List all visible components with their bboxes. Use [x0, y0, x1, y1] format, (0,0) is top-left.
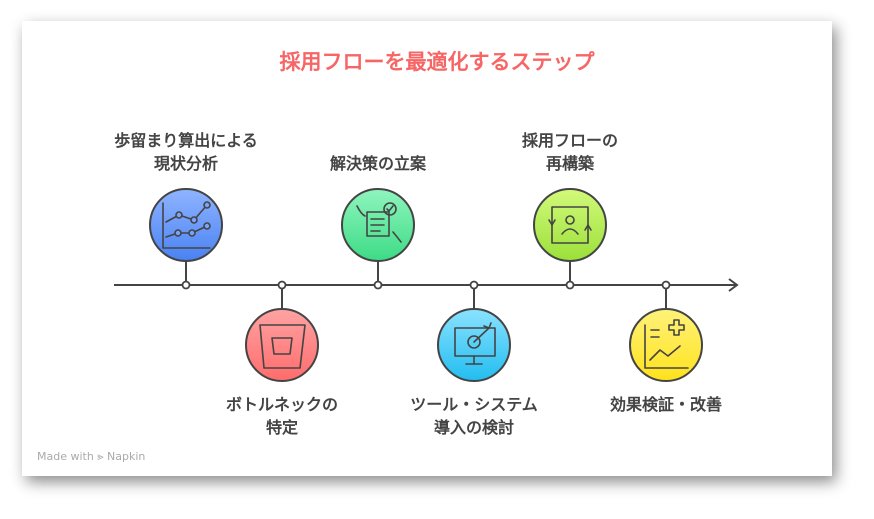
step-4-label: ツール・システム導入の検討: [410, 395, 538, 437]
step-2-circle: [245, 308, 319, 382]
step-1-circle: [149, 188, 223, 262]
step-3-label: 解決策の立案: [329, 154, 426, 173]
step-4-circle: [437, 308, 511, 382]
step-5-circle: [533, 188, 607, 262]
line-chart-icon: [162, 201, 211, 249]
diagram-card: [22, 21, 832, 476]
step-6-label: 効果検証・改善: [609, 395, 722, 414]
checklist-hands-icon: [356, 202, 402, 243]
step-1-label: 歩留まり算出による現状分析: [114, 131, 258, 173]
arrow-head-icon: [728, 278, 739, 292]
step-2-label: ボトルネックの特定: [225, 395, 338, 437]
monitor-target-icon: [454, 322, 496, 365]
diagram-title: 採用フローを最適化するステップ: [279, 50, 595, 74]
chart-plus-icon: [644, 319, 689, 369]
step-6-circle: [629, 308, 703, 382]
bucket-icon: [259, 324, 306, 369]
napkin-brand[interactable]: Made with ⪢ Napkin: [37, 450, 146, 463]
step-5-label: 採用フローの再構築: [521, 131, 618, 173]
user-cycle-icon: [548, 206, 592, 244]
